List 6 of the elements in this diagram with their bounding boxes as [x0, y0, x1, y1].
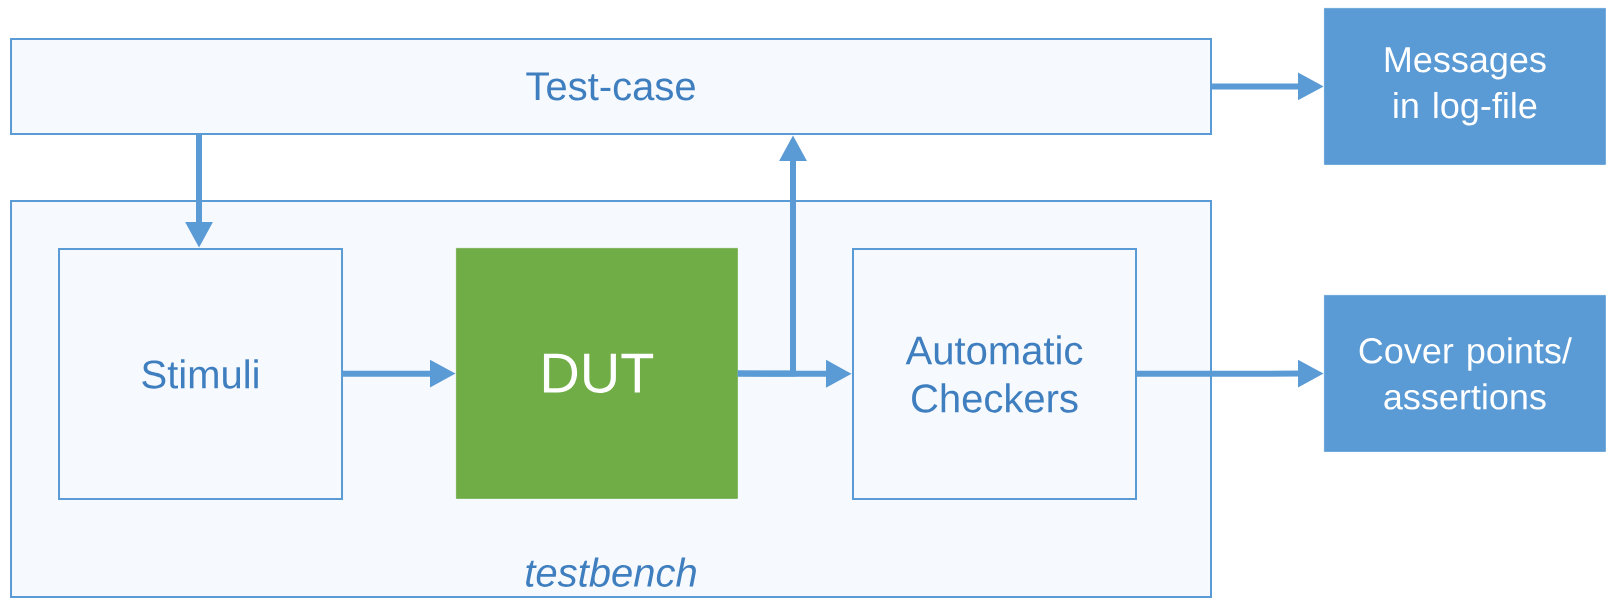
process-box: Test-case	[10, 38, 1212, 135]
process-box: Stimuli	[58, 248, 343, 500]
process-box: DUT	[456, 248, 738, 499]
output-box: Messages in log-file	[1324, 8, 1606, 165]
process-box: Automatic Checkers	[852, 248, 1137, 500]
output-box: Cover points/ assertions	[1324, 295, 1606, 452]
